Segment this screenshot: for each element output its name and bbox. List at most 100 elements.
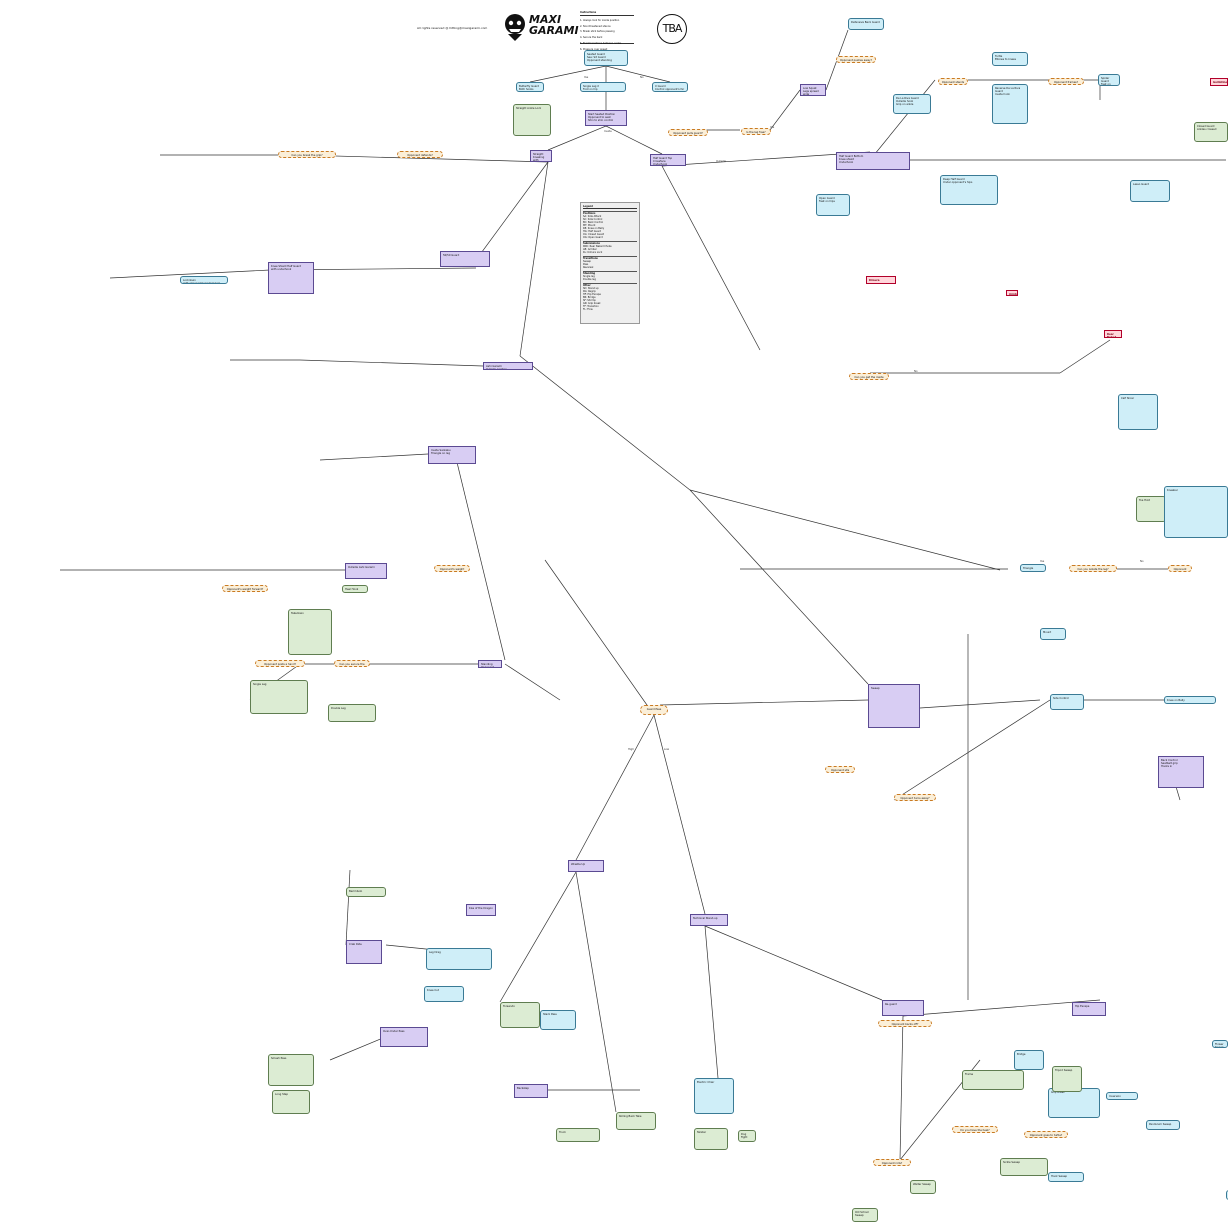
legend-item: OG: Open Guard (583, 236, 603, 239)
node-waiter: Waiter Sweep (910, 1180, 936, 1194)
node-reverse-de-la-riva: Reverse De La Riva Guard Inside hook (992, 84, 1028, 124)
node-truck: Truck (556, 1128, 600, 1142)
edge (869, 79, 936, 161)
edge (519, 355, 691, 491)
node-crab-ride: Crab Ride (346, 940, 382, 964)
node-closed-guard: Closed Guard Ankles crossed (1194, 122, 1228, 142)
instruction-line: 6. Pressure over speed (580, 47, 607, 51)
edge (575, 714, 655, 861)
edge (345, 869, 351, 946)
decision-q2: Opponent stands up? (938, 78, 968, 85)
edge (519, 161, 549, 357)
node-leg-drag: Leg Drag (426, 948, 492, 970)
legend-title: Legend (583, 205, 637, 209)
node-lasso: Lasso Guard (1130, 180, 1170, 202)
node-frame: Frame (962, 1070, 1024, 1090)
node-start-seated: Start Seated Position Opponent to seat S… (585, 110, 627, 126)
legend-item: Reversal (583, 266, 594, 269)
edge (504, 663, 561, 701)
decision-q14: Opponent sits back? (825, 766, 855, 773)
edge-label: Inside (604, 130, 612, 133)
node-hip-escape: Hip Escape (1072, 1002, 1106, 1016)
node-open-guard: Open Guard Feet on hips (816, 194, 850, 216)
node-pass: Guard Pass (640, 705, 668, 715)
node-defensive-back: Defensive Back Guard (848, 18, 884, 30)
edge (453, 449, 506, 661)
instructions-box: Instructions 1. Always look for inside p… (580, 9, 634, 51)
node-toe-hold: Toe Hold (1136, 496, 1166, 522)
legend-item: HF: Hip Escape (583, 293, 601, 296)
node-sweep: Sweep (868, 684, 920, 728)
edge (299, 359, 484, 367)
node-x-guard: X Guard Control opponent's far leg (652, 82, 688, 92)
legend-item: Pass (583, 263, 589, 266)
node-low-squat: Low Squat Legs spread wide (800, 84, 826, 96)
node-inversion: Inversion (1106, 1092, 1138, 1100)
node-single-leg-x: Single Leg X Foot on hip Outside hook (580, 82, 626, 92)
node-pendulum: Pendulum Sweep (1146, 1120, 1180, 1130)
node-knee-shield: Knee Shield Half Guard with underhook (268, 262, 314, 294)
node-side-control: Side Control (1050, 694, 1084, 710)
instructions-title: Instructions (580, 11, 634, 16)
instruction-line: 4. Secure the back (580, 36, 603, 40)
decision-q3: Opponent frames? (1048, 78, 1084, 85)
legend-item: CG: Closed Guard (583, 233, 605, 236)
legend-section-title: Standing (583, 271, 637, 275)
edge (319, 453, 429, 461)
decision-q5: Is the leg free? (741, 128, 771, 135)
decision-q10: Opponent's weight back? (434, 565, 470, 572)
legend-section-title: Positions (583, 211, 637, 215)
node-knee-on-belly: Knee on Belly (1164, 696, 1216, 704)
edge (547, 125, 607, 151)
legend-item: FL: Flow (583, 308, 593, 311)
edge-label: Yes (770, 126, 775, 129)
edge (605, 65, 671, 83)
node-outside-ashi: Outside Ashi Garami (345, 563, 387, 579)
node-hook-sweep: Hook Sweep (1048, 1172, 1084, 1182)
node-scissor: Scissor Sweep (1226, 1190, 1228, 1200)
node-reguard: Re-guard (882, 1000, 924, 1016)
decision-q15: Can you isolate the leg? (1069, 565, 1117, 572)
decision-q4: Opponent pushes away? (836, 56, 876, 63)
legend-item: SC: Side Control (583, 218, 603, 221)
node-half-guard-bottom: Half Guard Bottom Knee shield Underhook (836, 152, 910, 170)
legend-item: AB: Armbar (583, 248, 597, 251)
node-calf-slicer: Calf Slicer (1118, 394, 1158, 430)
legend-item: SD: Stand up (583, 287, 599, 290)
edge (499, 871, 577, 1003)
edge (529, 65, 607, 83)
legend-item: RNC: Rear Naked Choke (583, 245, 612, 248)
node-standing: Standing Opponent standing (478, 660, 502, 668)
edge-label: No (914, 370, 918, 373)
node-toreando: Toreando (500, 1002, 540, 1028)
edge (899, 1015, 904, 1161)
legend-section-title: Transitions (583, 256, 637, 260)
node-berimbolo: Berimbolo (346, 887, 386, 897)
node-seated-guard: Seated Guard See: Sit Guard Opponent sta… (584, 50, 628, 66)
node-straight-ankle: Straight Ankle Lock (513, 104, 551, 136)
edge-label: Yes (584, 76, 589, 79)
edge (605, 125, 663, 155)
copyright-text: All rights reserved @ hitting@maxigarami… (417, 26, 488, 30)
node-bridge: Bridge (1014, 1050, 1044, 1070)
instruction-line: 2. Non-threatened stance (580, 24, 611, 28)
node-long-step: Long Step (272, 1090, 310, 1114)
edge-layer (60, 29, 1226, 1161)
legend-item: Single leg (583, 275, 595, 278)
legend-item: HG: Half Guard (583, 230, 602, 233)
decision-q9: Opponent's weight forward? (222, 585, 268, 592)
legend-item: SA: Side Attack (583, 215, 602, 218)
node-de-la-riva: De La Riva Guard Outside hook Grip on an… (893, 94, 931, 114)
decision-q6: Opponent pulls guard? (668, 129, 708, 136)
instruction-line: 3. Break stick before passing (580, 30, 615, 34)
node-back-control: Back Control Seatbelt grip Hooks in (1158, 756, 1204, 788)
edge-label: No (1140, 560, 1144, 563)
node-kimura: Kimura (866, 276, 896, 284)
edge-label: Yes (1040, 560, 1045, 563)
edge (689, 489, 869, 685)
node-kneebar: Kneebar (1164, 486, 1228, 538)
edge (109, 269, 271, 279)
